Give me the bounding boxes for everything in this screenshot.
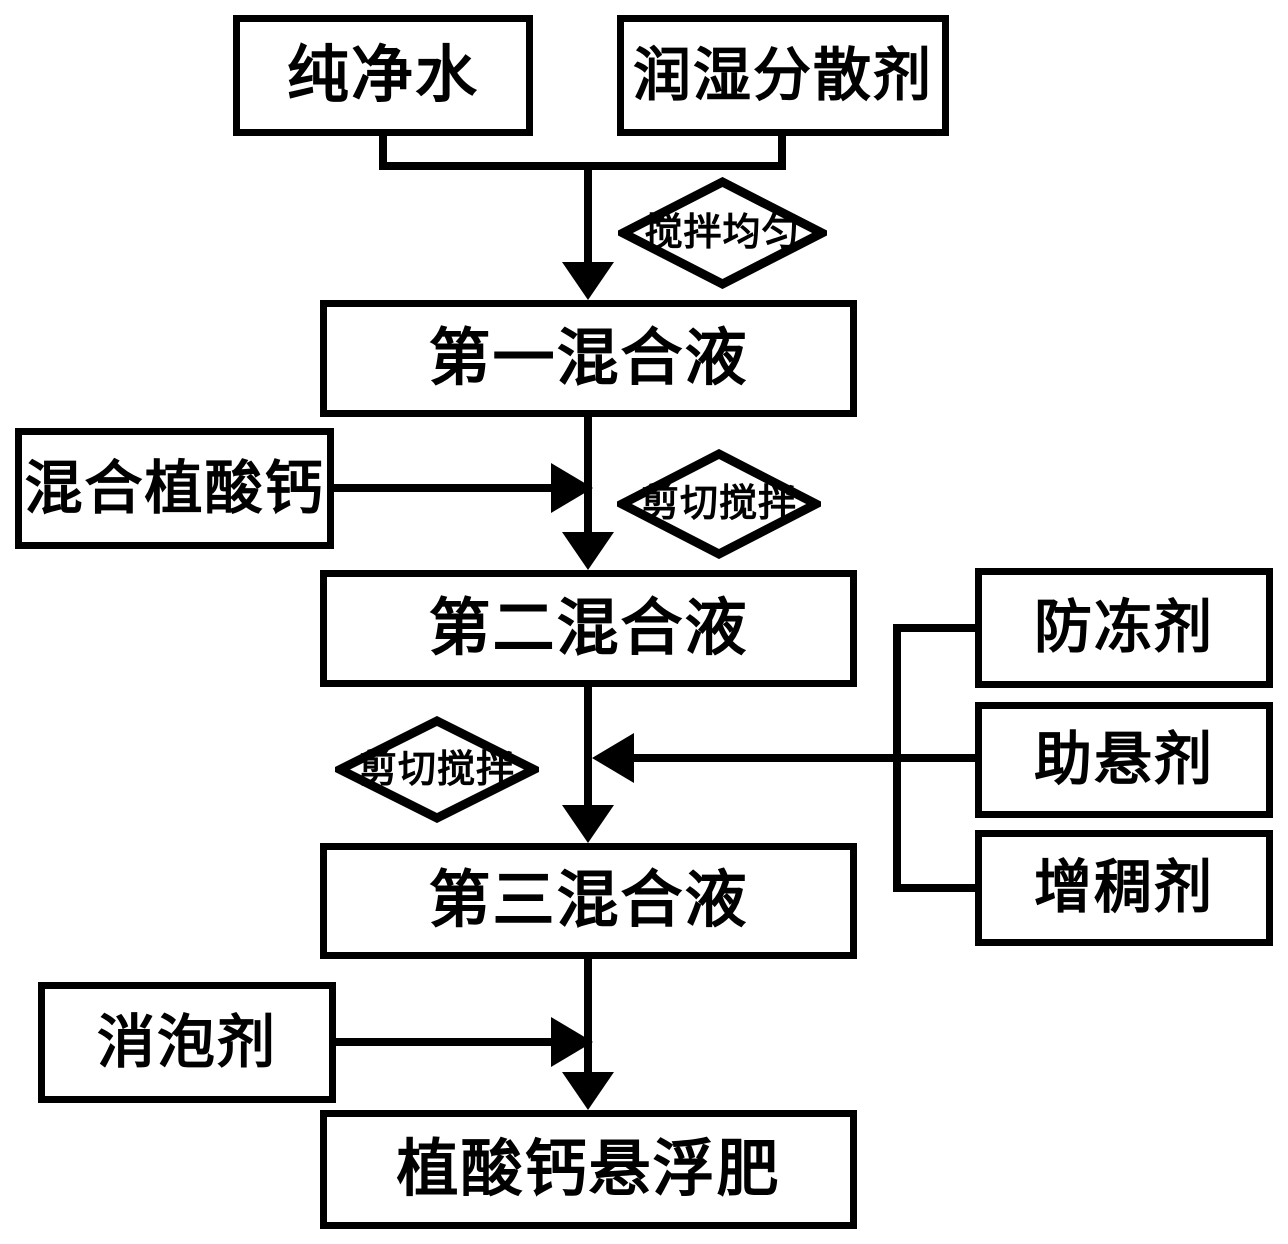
- box-second-mixture: 第二混合液: [320, 570, 857, 687]
- arrowhead-additives: [592, 733, 634, 783]
- diamond-shear-stir-1: 剪切搅拌: [617, 449, 821, 559]
- box-pure-water-label: 纯净水: [286, 40, 479, 110]
- box-third-mixture-label: 第三混合液: [428, 866, 749, 935]
- connector-to-final-product: [584, 956, 592, 1076]
- box-thickener: 增稠剂: [975, 830, 1273, 946]
- diamond-stir-evenly: 搅拌均匀: [618, 177, 827, 289]
- arrowhead-defoamer: [551, 1017, 593, 1067]
- box-mixed-calcium-phytate: 混合植酸钙: [15, 428, 334, 549]
- arrowhead-calcium-phytate: [551, 463, 593, 513]
- arrowhead-into-third-mixture: [562, 805, 614, 843]
- arrowhead-into-final-product: [562, 1072, 614, 1110]
- box-first-mixture-label: 第一混合液: [428, 323, 749, 393]
- diamond-shear-stir-2-label: 剪切搅拌: [358, 748, 515, 791]
- diamond-stir-evenly-label: 搅拌均匀: [644, 212, 801, 254]
- arrowhead-into-second-mixture: [562, 532, 614, 570]
- box-wetting-dispersant-label: 润湿分散剂: [632, 42, 933, 108]
- diamond-shear-stir-2-shape: [335, 716, 539, 823]
- connector-to-first-mixture: [584, 162, 592, 266]
- diamond-outline: [335, 716, 539, 823]
- connector-additives-horizontal: [630, 754, 977, 762]
- connector-calcium-phytate: [328, 484, 554, 492]
- box-final-product-label: 植酸钙悬浮肥: [396, 1134, 781, 1204]
- connector-dispersant-down: [778, 133, 786, 170]
- diamond-shear-stir-2: 剪切搅拌: [335, 716, 539, 823]
- connector-to-third-mixture: [584, 685, 592, 809]
- connector-antifreeze-stub: [897, 624, 977, 632]
- diamond-stir-evenly-shape: [618, 177, 827, 289]
- box-mixed-calcium-phytate-label: 混合植酸钙: [24, 455, 325, 521]
- connector-defoamer: [333, 1038, 552, 1046]
- box-second-mixture-label: 第二混合液: [428, 593, 749, 663]
- box-final-product: 植酸钙悬浮肥: [320, 1110, 857, 1229]
- box-suspending-agent: 助悬剂: [975, 702, 1273, 818]
- box-pure-water: 纯净水: [233, 15, 533, 136]
- box-third-mixture: 第三混合液: [320, 843, 857, 959]
- diamond-outline: [617, 449, 821, 559]
- connector-thickener-stub: [897, 884, 977, 892]
- diamond-shear-stir-1-label: 剪切搅拌: [640, 483, 797, 525]
- arrowhead-into-first-mixture: [562, 262, 614, 300]
- box-antifreeze-label: 防冻剂: [1033, 595, 1214, 660]
- diamond-outline: [618, 177, 827, 289]
- box-defoamer-label: 消泡剂: [96, 1009, 277, 1075]
- box-defoamer: 消泡剂: [38, 982, 336, 1103]
- box-wetting-dispersant: 润湿分散剂: [617, 15, 949, 136]
- connector-merge-horizontal: [379, 162, 786, 170]
- box-suspending-agent-label: 助悬剂: [1033, 727, 1214, 792]
- box-antifreeze: 防冻剂: [975, 568, 1273, 688]
- diamond-shear-stir-1-shape: [617, 449, 821, 559]
- connector-pure-water-down: [379, 133, 387, 170]
- box-first-mixture: 第一混合液: [320, 300, 857, 417]
- box-thickener-label: 增稠剂: [1033, 855, 1214, 920]
